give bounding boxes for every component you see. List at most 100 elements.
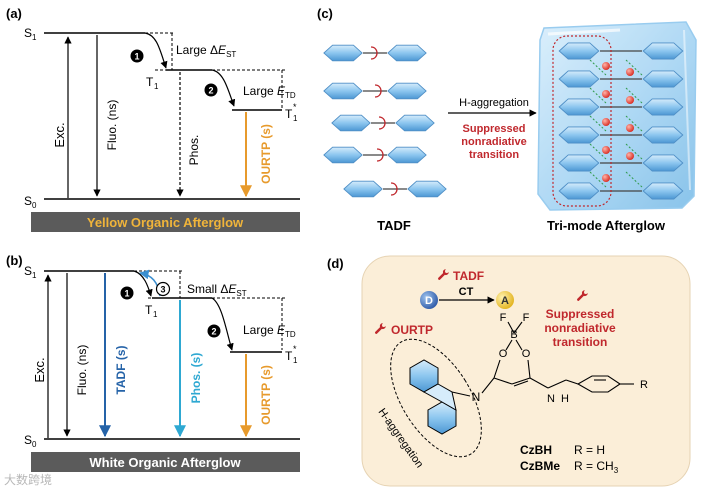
suppressed-note-line1: Suppressed	[463, 123, 526, 135]
stacked-molecule	[558, 70, 684, 88]
svg-text:S: S	[24, 194, 32, 208]
s1-level-label: S 1	[24, 264, 37, 280]
step-2-badge	[204, 83, 218, 97]
svg-text:T: T	[146, 75, 154, 89]
rotation-arrow-icon	[378, 116, 386, 130]
svg-text:1: 1	[32, 33, 37, 42]
acceptor-ball	[496, 291, 514, 309]
panel-c: (c)	[317, 6, 697, 233]
td-curve	[211, 69, 236, 107]
svg-text:0: 0	[32, 201, 37, 210]
svg-text:T: T	[145, 303, 153, 317]
ourtp-tag: OURTP	[391, 323, 433, 337]
phos-label: Phos.	[187, 135, 201, 166]
large-est-label: Large ΔEST	[176, 43, 236, 59]
compound-def-czbme: R = CH3	[574, 459, 619, 475]
t1-level-label: T 1	[145, 303, 158, 319]
s0-level-label: S 0	[24, 194, 37, 210]
svg-text:Large ETD: Large ETD	[243, 323, 296, 339]
fluo-label: Fluo. (ns)	[75, 345, 89, 396]
svg-text:1: 1	[32, 271, 37, 280]
isc-curve	[133, 270, 153, 297]
rotation-arrow-icon	[376, 148, 384, 162]
large-etd-label: Large ETD	[243, 323, 296, 339]
panel-c-label: (c)	[317, 6, 333, 21]
isc-curve	[144, 32, 168, 69]
stacked-molecule	[558, 42, 684, 60]
svg-text:Small ΔEST: Small ΔEST	[187, 282, 247, 298]
svg-text:1: 1	[134, 52, 139, 62]
atom-n-carbazole: N	[472, 390, 481, 404]
banner-white	[31, 452, 300, 472]
bf2-core-bonds	[481, 321, 567, 394]
tadf-tag: TADF	[453, 269, 484, 283]
suppressed-tag-line2: nonradiative	[544, 321, 616, 335]
step-1-badge	[130, 49, 144, 63]
svg-text:0: 0	[32, 440, 37, 449]
svg-text:S: S	[24, 26, 32, 40]
banner-yellow	[31, 212, 300, 232]
watermark: 大数跨境	[4, 473, 53, 487]
compound-name-czbme: CzBMe	[520, 459, 560, 473]
panel-a-label: (a)	[6, 6, 22, 21]
stacked-molecule	[558, 154, 684, 172]
donor-ball	[420, 291, 438, 309]
svg-text:Large ΔEST: Large ΔEST	[176, 43, 236, 59]
suppressed-tag-line1: Suppressed	[546, 307, 615, 321]
rotating-molecule	[331, 114, 435, 132]
banner-yellow-text: Yellow Organic Afterglow	[87, 215, 244, 230]
h-aggregation-arrow-label: H-aggregation	[459, 97, 529, 109]
rotating-molecule	[323, 146, 427, 164]
ourtp-label: OURTP (s)	[259, 365, 273, 425]
carbazole-unit	[409, 359, 471, 435]
svg-text:1: 1	[154, 82, 159, 91]
s1-level-label: S 1	[24, 26, 37, 42]
exc-label: Exc.	[52, 122, 67, 147]
svg-text:Large ETD: Large ETD	[243, 84, 296, 100]
atom-f2: F	[523, 312, 530, 324]
step-2-badge	[207, 324, 221, 338]
donor-label: D	[425, 295, 433, 307]
svg-text:1: 1	[153, 310, 158, 319]
svg-text:2: 2	[208, 86, 213, 96]
td-curve	[211, 297, 234, 351]
suppressed-tag-line3: transition	[553, 335, 608, 349]
suppressed-note-line3: transition	[469, 149, 519, 161]
stacked-molecule	[558, 182, 684, 200]
svg-text:S: S	[24, 264, 32, 278]
phos-label: Phos. (s)	[189, 353, 203, 404]
svg-text:2: 2	[211, 327, 216, 337]
tadf-caption: TADF	[377, 218, 411, 233]
stacked-molecule	[558, 126, 684, 144]
ourtp-label: OURTP (s)	[259, 124, 273, 184]
panel-b-label: (b)	[6, 253, 23, 268]
rotation-arrow-icon	[374, 84, 382, 98]
svg-text:1: 1	[293, 356, 298, 365]
step-3-badge	[155, 281, 171, 297]
phenyl-ring	[565, 375, 634, 393]
atom-o2: O	[522, 348, 531, 360]
tri-mode-caption: Tri-mode Afterglow	[547, 218, 666, 233]
panel-b: (b) S 1 1 3 Small ΔEST T 1 2 Large ETD	[6, 253, 300, 472]
atom-o1: O	[499, 348, 508, 360]
tadf-label: TADF (s)	[114, 345, 128, 394]
svg-text:*: *	[293, 344, 297, 354]
step-1-badge	[120, 286, 134, 300]
svg-text:T: T	[285, 349, 293, 363]
rotation-arrow-icon	[370, 46, 378, 60]
compound-name-czbh: CzBH	[520, 443, 552, 457]
large-etd-label: Large ETD	[243, 84, 296, 100]
atom-r: R	[640, 379, 648, 391]
s0-level-label: S 0	[24, 433, 37, 449]
rotation-arrow-icon	[390, 182, 398, 196]
svg-text:1: 1	[293, 114, 298, 123]
rotating-molecule	[323, 82, 427, 100]
compound-def-czbh: R = H	[574, 443, 605, 457]
exc-label: Exc.	[32, 357, 47, 382]
svg-text:S: S	[24, 433, 32, 447]
t1-level-label: T 1	[146, 75, 159, 91]
atom-h-amide: H	[561, 393, 569, 405]
panel-d: (d) D CT A TADF OURTP Suppressed nonradi…	[327, 255, 691, 487]
svg-text:1: 1	[124, 289, 129, 299]
t1-star-level-label: T * 1	[285, 344, 298, 365]
